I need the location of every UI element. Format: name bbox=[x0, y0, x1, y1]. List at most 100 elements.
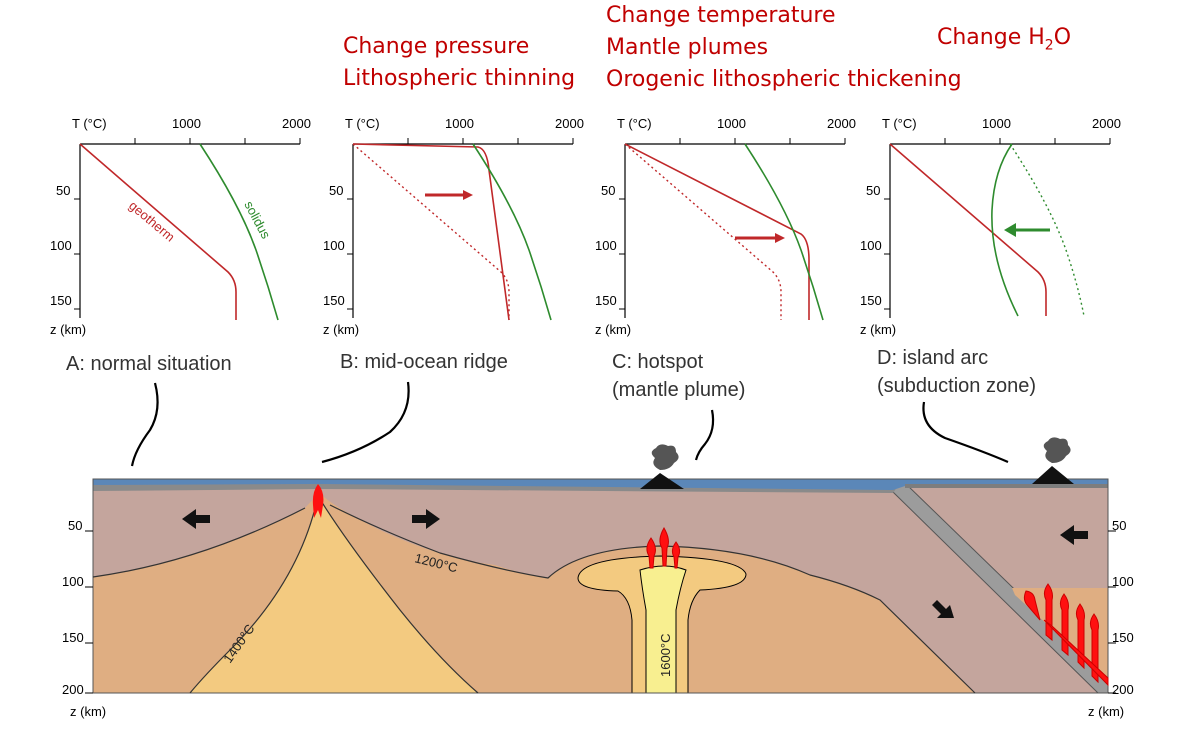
z-tick-label: 150 bbox=[323, 293, 345, 308]
z-tick-label: 150 bbox=[860, 293, 882, 308]
hotspot-volcano bbox=[640, 444, 684, 489]
t-axis-label: T (°C) bbox=[882, 116, 917, 131]
t-axis-label: T (°C) bbox=[617, 116, 652, 131]
leader-line-c bbox=[694, 409, 715, 461]
old-geotherm-dotted bbox=[352, 143, 510, 320]
t-tick-label: 2000 bbox=[1092, 116, 1121, 131]
z-tick-label: 50 bbox=[601, 183, 615, 198]
t-tick-label: 1000 bbox=[172, 116, 201, 131]
ridge-melt bbox=[312, 484, 324, 518]
z-tick-label: 50 bbox=[56, 183, 70, 198]
arrow-right-icon bbox=[412, 509, 440, 529]
panel-axes: T (°C) 1000 2000 50 100 150 z (km) bbox=[595, 116, 856, 337]
caption-c: C: hotspot (mantle plume) bbox=[612, 348, 745, 404]
caption-c-line: (mantle plume) bbox=[612, 379, 746, 401]
solidus-label: solidus bbox=[241, 198, 273, 241]
shift-arrow-head bbox=[1004, 223, 1016, 237]
panel-d: T (°C) 1000 2000 50 100 150 z (km) bbox=[860, 116, 1121, 337]
temperature-header-line: Mantle plumes bbox=[606, 35, 769, 60]
geotherm-curve bbox=[352, 143, 510, 321]
t-tick-label: 2000 bbox=[282, 116, 311, 131]
isotherm-1400 bbox=[189, 495, 479, 694]
leader-line-d bbox=[922, 401, 1009, 464]
panel-b: T (°C) 1000 2000 50 100 150 z (km) bbox=[323, 116, 584, 337]
water-header-suffix: O bbox=[1053, 25, 1072, 50]
depth-tick-label: 150 bbox=[1112, 630, 1134, 645]
depth-tick-label: 150 bbox=[62, 630, 84, 645]
depth-tick-label: 200 bbox=[62, 682, 84, 697]
caption-c-line: C: hotspot bbox=[612, 351, 704, 373]
z-axis-label: z (km) bbox=[860, 322, 896, 337]
panel-a: T (°C) 1000 2000 50 100 150 z (km) geoth… bbox=[50, 116, 311, 337]
geotherm-curve bbox=[79, 143, 237, 320]
leader-line-b bbox=[321, 381, 410, 464]
z-tick-label: 100 bbox=[323, 238, 345, 253]
plume-melt bbox=[646, 527, 681, 569]
depth-tick-label: 200 bbox=[1112, 682, 1134, 697]
panel-axes: T (°C) 1000 2000 50 100 150 z (km) bbox=[860, 116, 1121, 337]
solidus-curve bbox=[744, 143, 824, 321]
leader-line-a bbox=[130, 382, 159, 467]
z-tick-label: 100 bbox=[50, 238, 72, 253]
z-tick-label: 150 bbox=[50, 293, 72, 308]
z-axis-label: z (km) bbox=[50, 322, 86, 337]
arrow-left-icon bbox=[182, 509, 210, 529]
z-axis-label: z (km) bbox=[595, 322, 631, 337]
z-tick-label: 50 bbox=[866, 183, 880, 198]
depth-tick-label: 100 bbox=[1112, 574, 1134, 589]
panel-axes: T (°C) 1000 2000 50 100 150 z (km) bbox=[50, 116, 311, 337]
solidus-curve bbox=[472, 143, 552, 321]
water-header: Change H2O bbox=[937, 22, 1071, 61]
t-axis-label: T (°C) bbox=[72, 116, 107, 131]
t-tick-label: 2000 bbox=[555, 116, 584, 131]
solidus-curve bbox=[199, 143, 279, 321]
geotherm-curve bbox=[624, 143, 810, 320]
z-axis-label: z (km) bbox=[323, 322, 359, 337]
temperature-header-line: Orogenic lithospheric thickening bbox=[606, 67, 962, 92]
panel-c: T (°C) 1000 2000 50 100 150 z (km) bbox=[595, 116, 856, 337]
water-header-subscript: 2 bbox=[1044, 37, 1054, 54]
arc-volcano bbox=[1032, 437, 1074, 484]
arrow-left-icon bbox=[1060, 525, 1088, 545]
caption-b: B: mid-ocean ridge bbox=[340, 348, 508, 376]
depth-axis-label: z (km) bbox=[70, 704, 106, 719]
caption-d: D: island arc (subduction zone) bbox=[877, 344, 1036, 400]
arrow-down-right-icon bbox=[932, 600, 954, 618]
depth-axis-left: 50 100 150 200 z (km) bbox=[62, 518, 106, 719]
pressure-header-line: Lithospheric thinning bbox=[343, 66, 576, 91]
depth-axis-right: 50 100 150 200 z (km) bbox=[1088, 518, 1134, 719]
z-tick-label: 100 bbox=[595, 238, 617, 253]
depth-axis-label: z (km) bbox=[1088, 704, 1124, 719]
z-tick-label: 100 bbox=[860, 238, 882, 253]
t-tick-label: 1000 bbox=[717, 116, 746, 131]
old-geotherm-dotted bbox=[624, 143, 782, 320]
z-tick-label: 50 bbox=[329, 183, 343, 198]
caption-d-line: (subduction zone) bbox=[877, 375, 1036, 397]
hot-mantle-ridge bbox=[190, 496, 478, 693]
plume-core bbox=[639, 565, 687, 694]
z-tick-label: 150 bbox=[595, 293, 617, 308]
t-axis-label: T (°C) bbox=[345, 116, 380, 131]
water-header-prefix: Change H bbox=[937, 25, 1045, 50]
arc-melt bbox=[1023, 583, 1109, 687]
temperature-header: Change temperature Mantle plumes Orogeni… bbox=[606, 0, 962, 96]
cross-section: 1200°C 1400°C 1600°C bbox=[62, 437, 1134, 719]
panel-axes: T (°C) 1000 2000 50 100 150 z (km) bbox=[323, 116, 584, 337]
caption-a: A: normal situation bbox=[66, 350, 232, 378]
depth-tick-label: 50 bbox=[68, 518, 82, 533]
depth-tick-label: 100 bbox=[62, 574, 84, 589]
t-tick-label: 2000 bbox=[827, 116, 856, 131]
arc-crust bbox=[905, 484, 1108, 488]
t-tick-label: 1000 bbox=[445, 116, 474, 131]
caption-b-line: B: mid-ocean ridge bbox=[340, 351, 508, 373]
pressure-header-line: Change pressure bbox=[343, 34, 530, 59]
section-frame bbox=[92, 478, 1109, 694]
geotherm-curve bbox=[889, 143, 1047, 316]
isotherm-1200 bbox=[92, 504, 976, 694]
temperature-header-line: Change temperature bbox=[606, 3, 836, 28]
depth-tick-label: 50 bbox=[1112, 518, 1126, 533]
caption-a-line: A: normal situation bbox=[66, 353, 232, 375]
plate-motion-arrows bbox=[182, 509, 1088, 618]
isotherm-1600-label: 1600°C bbox=[658, 633, 673, 677]
